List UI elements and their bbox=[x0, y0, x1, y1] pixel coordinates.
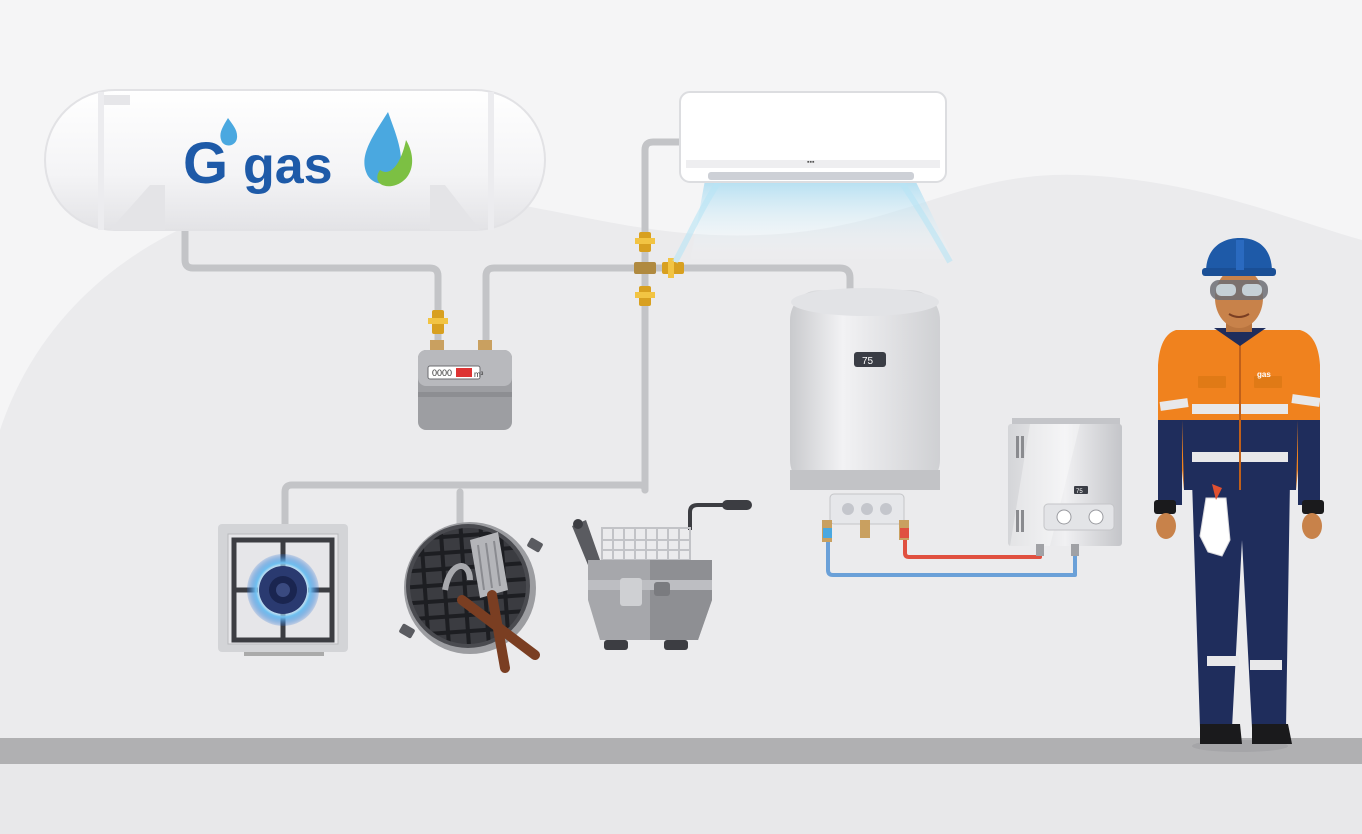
water-boiler-icon: 75 bbox=[790, 288, 940, 542]
valve-icon[interactable] bbox=[635, 232, 655, 252]
water-heater-icon: 75 bbox=[1008, 418, 1122, 556]
meter-unit: m³ bbox=[474, 370, 484, 379]
svg-text:▪▪▪: ▪▪▪ bbox=[807, 159, 815, 166]
valve-icon[interactable] bbox=[428, 310, 448, 334]
uniform-badge: gas bbox=[1257, 370, 1271, 379]
boiler-display: 75 bbox=[862, 356, 874, 367]
grill-icon bbox=[399, 522, 543, 673]
valve-icon[interactable] bbox=[634, 258, 684, 278]
gas-meter-icon: 0000 m³ bbox=[418, 340, 512, 430]
valve-icon[interactable] bbox=[635, 286, 655, 306]
flame-logo-icon bbox=[364, 112, 413, 187]
heater-display: 75 bbox=[1076, 489, 1083, 495]
brand-name: gas bbox=[243, 137, 333, 195]
water-pipes bbox=[826, 533, 1077, 577]
gas-tank-icon: G gas bbox=[44, 89, 546, 231]
gas-stove-icon bbox=[218, 524, 348, 656]
technician-icon: gas bbox=[1154, 238, 1324, 752]
brand-mark: G bbox=[183, 131, 228, 196]
deep-fryer-icon bbox=[572, 500, 752, 650]
brand-logo: G gas bbox=[183, 112, 413, 196]
air-conditioner-icon: ▪▪▪ bbox=[672, 91, 955, 264]
meter-reading: 0000 bbox=[432, 368, 452, 378]
